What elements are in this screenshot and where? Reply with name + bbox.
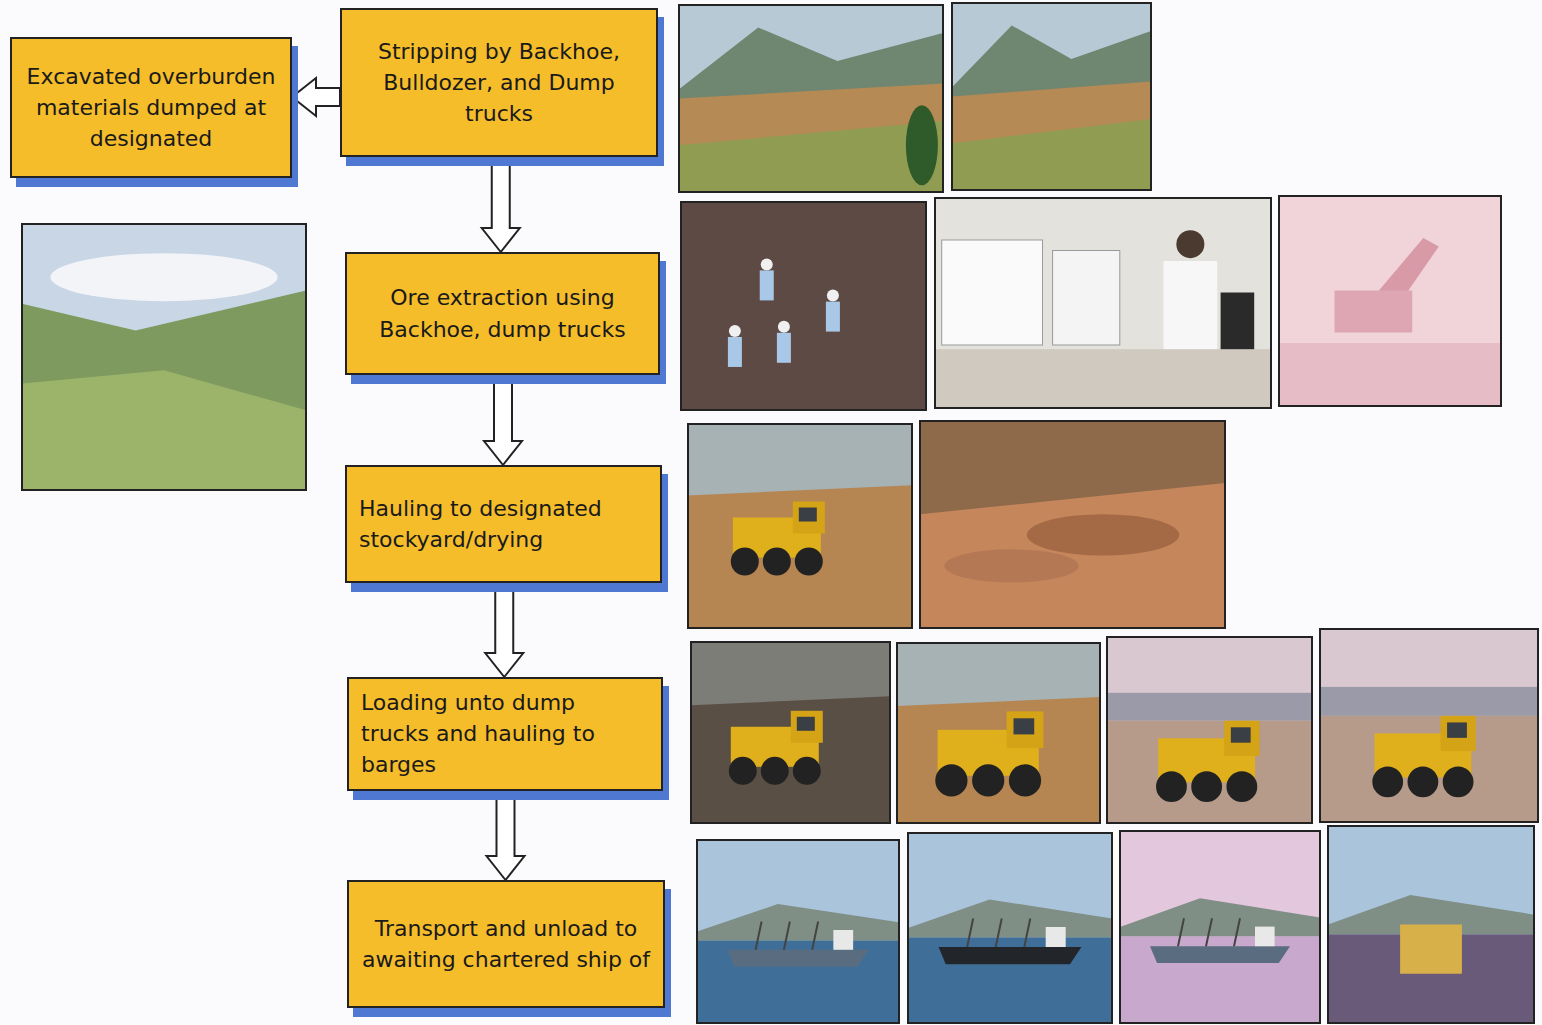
photo-frame [952, 3, 1151, 190]
photo-frame [697, 840, 899, 1023]
photo-frame [22, 224, 306, 490]
process-box: Excavated overburden materials dumped at… [10, 37, 292, 178]
photo [1279, 196, 1501, 406]
photo-frame [897, 643, 1100, 823]
photo [1107, 637, 1312, 823]
box-label: Hauling to designated stockyard/drying [359, 493, 648, 555]
photo [1320, 629, 1538, 822]
photo-frame [1120, 831, 1320, 1023]
photo-frame [679, 5, 943, 192]
photo-frame [1320, 629, 1538, 822]
photo [952, 3, 1151, 190]
photo-frame [935, 198, 1271, 408]
photo [908, 833, 1112, 1023]
flow-arrow [487, 791, 525, 880]
process-box: Hauling to designated stockyard/drying [345, 465, 662, 583]
photo-frame [691, 642, 890, 823]
photo [691, 642, 890, 823]
process-box: Stripping by Backhoe, Bulldozer, and Dum… [340, 8, 658, 157]
box-label: Stripping by Backhoe, Bulldozer, and Dum… [354, 36, 644, 130]
photo-frame [1107, 637, 1312, 823]
photo [22, 224, 306, 490]
photo-frame [688, 424, 912, 628]
photo [679, 5, 943, 192]
photo [688, 424, 912, 628]
photo [697, 840, 899, 1023]
process-box: Loading unto dump trucks and hauling to … [347, 677, 663, 791]
photo [897, 643, 1100, 823]
photo-frame [681, 202, 926, 410]
process-box: Transport and unload to awaiting charter… [347, 880, 665, 1008]
flow-arrow [292, 78, 340, 116]
process-box: Ore extraction using Backhoe, dump truck… [345, 252, 660, 375]
photo [920, 421, 1225, 628]
flow-arrow [485, 583, 523, 677]
box-label: Excavated overburden materials dumped at… [24, 61, 278, 155]
photo [681, 202, 926, 410]
box-label: Transport and unload to awaiting charter… [361, 913, 651, 975]
flow-arrow [484, 375, 522, 465]
photo [1328, 826, 1534, 1023]
box-label: Ore extraction using Backhoe, dump truck… [359, 282, 646, 344]
photo-frame [1328, 826, 1534, 1023]
photo [1120, 831, 1320, 1023]
flow-arrow [482, 157, 520, 252]
photo-frame [1279, 196, 1501, 406]
box-label: Loading unto dump trucks and hauling to … [361, 687, 649, 781]
photo-frame [908, 833, 1112, 1023]
photo [935, 198, 1271, 408]
photo-frame [920, 421, 1225, 628]
